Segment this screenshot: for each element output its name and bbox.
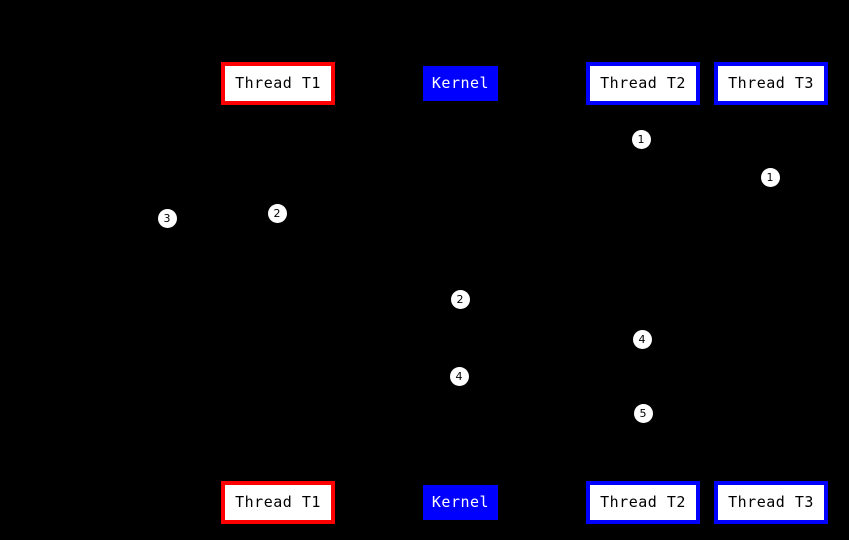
step-badge[interactable]: 1: [631, 129, 651, 149]
message-arrow-3: [167, 227, 278, 228]
step-badge[interactable]: 2: [450, 289, 470, 309]
message-arrow-7: [277, 385, 460, 386]
step-badge-label: 1: [637, 132, 645, 146]
lifeline-header-thread-t3-label: Thread T3: [728, 74, 814, 92]
step-badge-label: 1: [766, 170, 774, 184]
lifeline-header-thread-t2[interactable]: Thread T2: [586, 62, 700, 105]
message-arrow-8: [459, 422, 643, 423]
step-badge-label: 5: [639, 406, 647, 420]
message-arrow-5: [277, 308, 460, 309]
lifeline-header-thread-t1-label: Thread T1: [235, 74, 321, 92]
lifeline-footer-thread-t3[interactable]: Thread T3: [714, 481, 828, 524]
lifeline-footer-thread-t1[interactable]: Thread T1: [221, 481, 335, 524]
lifeline-footer-thread-t3-label: Thread T3: [728, 493, 814, 511]
lifeline-footer-thread-t1-label: Thread T1: [235, 493, 321, 511]
message-arrow-6: [459, 348, 643, 349]
step-badge[interactable]: 4: [449, 366, 469, 386]
lifeline-footer-kernel[interactable]: Kernel: [423, 485, 498, 520]
lifeline-header-kernel-label: Kernel: [431, 74, 490, 92]
lifeline-header-thread-t3[interactable]: Thread T3: [714, 62, 828, 105]
lifeline-footer-thread-t2-label: Thread T2: [600, 493, 686, 511]
lifeline-header-thread-t1[interactable]: Thread T1: [221, 62, 335, 105]
message-arrow-4: [277, 222, 460, 223]
lifeline-footer-kernel-label: Kernel: [431, 493, 490, 511]
step-badge[interactable]: 3: [157, 208, 177, 228]
step-badge-label: 4: [638, 332, 646, 346]
lifeline-header-kernel[interactable]: Kernel: [423, 66, 498, 101]
step-badge[interactable]: 2: [267, 203, 287, 223]
lifeline-footer-thread-t2[interactable]: Thread T2: [586, 481, 700, 524]
step-badge-label: 4: [455, 369, 463, 383]
step-badge[interactable]: 4: [632, 329, 652, 349]
lifeline-strand-t1: [277, 105, 279, 481]
step-badge-label: 2: [456, 292, 464, 306]
message-arrow-2: [277, 186, 771, 187]
lifeline-strand-t3: [770, 105, 772, 481]
message-arrow-1: [277, 148, 643, 149]
step-badge[interactable]: 1: [760, 167, 780, 187]
step-badge[interactable]: 5: [633, 403, 653, 423]
step-badge-label: 3: [163, 211, 171, 225]
lifeline-header-thread-t2-label: Thread T2: [600, 74, 686, 92]
step-badge-label: 2: [273, 206, 281, 220]
lifeline-strand-t2: [642, 105, 644, 481]
